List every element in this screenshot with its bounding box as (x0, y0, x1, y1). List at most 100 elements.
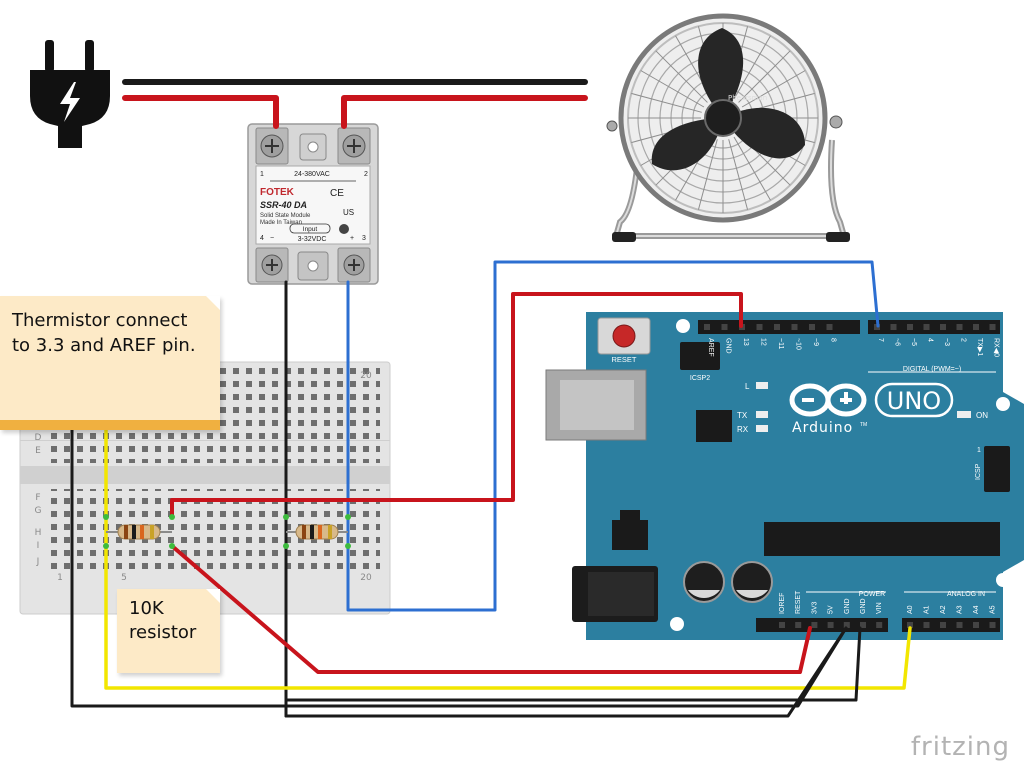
power-pin-label: 5V (828, 605, 835, 614)
analog-pin-label: A2 (940, 605, 947, 614)
digital-pin-label: TX▶1 (976, 338, 983, 356)
relay-terminal-3: 3 (362, 235, 366, 242)
analog-pin-socket (940, 622, 946, 628)
fan-guard-spoke (631, 92, 702, 113)
analog-pin-label: A0 (907, 605, 914, 614)
digital-pin-socket (809, 324, 815, 330)
digital-pin-socket (989, 324, 996, 330)
relay-voltage-dc: 3-32VDC (298, 236, 327, 243)
wire-mains-red-in (122, 95, 279, 129)
row-label-i: I (37, 541, 40, 551)
digital-pin-socket (704, 324, 710, 330)
reset-label: RESET (611, 355, 636, 364)
power-pin-socket (795, 622, 802, 628)
digital-pin-label: GND (725, 338, 732, 354)
thermistor-note-text: Thermistor connect to 3.3 and AREF pin. (12, 310, 196, 356)
power-label: POWER (859, 591, 885, 598)
relay-terminal-4: 4 (260, 235, 264, 242)
analog-pin-label: A3 (957, 605, 964, 614)
fan-guard-spoke (733, 35, 771, 100)
analog-pin-label: A5 (990, 605, 997, 614)
digital-pin-label: 12 (760, 338, 767, 346)
row-label-j: J (36, 557, 40, 567)
row-label-e: E (35, 446, 41, 456)
digital-pin-socket (907, 324, 913, 330)
fan-image: Pheatsman (606, 13, 850, 242)
wire-gnd-black-3 (284, 626, 862, 702)
digital-pin-socket (973, 324, 979, 330)
relay-voltage-ac: 24-380VAC (294, 171, 330, 178)
digital-pin-label: ~3 (943, 338, 950, 346)
col-label-20-top: 20 (360, 371, 372, 381)
relay-input-label: Input (303, 226, 318, 233)
on-led-label: ON (976, 411, 988, 420)
uno-logo-text: UNO (887, 387, 941, 415)
power-plug-icon (30, 40, 110, 148)
power-pin-label: VIN (876, 602, 883, 614)
power-pin-label: 3V3 (811, 601, 818, 614)
power-pin-socket (876, 622, 883, 628)
relay-plus: + (350, 235, 354, 242)
wires (70, 79, 912, 718)
led-tx-label: TX (737, 411, 748, 420)
wire-3v3-red (170, 544, 812, 674)
digital-pin-label: 8 (830, 338, 837, 342)
relay-minus: − (270, 235, 274, 242)
analog-pin-socket (989, 622, 996, 628)
thermistor-note: Thermistor connect to 3.3 and AREF pin. (0, 296, 220, 430)
analog-label: ANALOG IN (947, 591, 985, 598)
relay-desc-2: Made In Taiwan (260, 220, 302, 226)
led-l-label: L (745, 382, 750, 391)
fan-guard-spoke (741, 70, 806, 108)
digital-pin-socket (721, 324, 728, 330)
digital-pin-label: ~10 (795, 338, 802, 350)
arduino-infinity-logo (789, 383, 867, 417)
resistor-note-text: 10K resistor (129, 598, 197, 643)
connection-points (103, 514, 351, 549)
digital-pin-label: 7 (877, 338, 884, 342)
power-pin-socket (827, 622, 834, 628)
analog-pin-socket (923, 622, 930, 628)
fan-brand: Pheatsman (728, 94, 767, 102)
analog-pin-socket (956, 622, 963, 628)
digital-pin-socket (756, 324, 763, 330)
digital-pin-label: ~5 (910, 338, 917, 346)
digital-pin-socket (826, 324, 833, 330)
relay-ce-mark: CE (330, 188, 344, 199)
fan-guard-spoke (738, 50, 791, 103)
relay-brand: FOTEK (260, 187, 295, 198)
relay-ul-mark: US (343, 208, 354, 217)
wire-aref-red (170, 292, 743, 519)
arduino-logo-text: Arduino (792, 420, 853, 436)
analog-pin-socket (973, 622, 979, 628)
led-rx-label: RX (737, 425, 749, 434)
col-label-5: 5 (121, 573, 127, 583)
icsp-label: ICSP (975, 463, 982, 480)
fan-guard-spoke (733, 136, 771, 201)
fan-guard-spoke (640, 70, 705, 108)
icsp2-label: ICSP2 (690, 375, 710, 382)
fan-guard-spoke (697, 139, 718, 210)
digital-pin-label: ~6 (894, 338, 901, 346)
digital-pin-label: 13 (742, 338, 749, 346)
resistor-note: 10K resistor (117, 589, 220, 673)
wire-mains-red-out (341, 95, 588, 129)
wire-a0-yellow (104, 418, 912, 690)
relay-desc-1: Solid State Module (260, 213, 311, 219)
digital-pin-label: AREF (707, 338, 714, 357)
arduino-tm: TM (860, 422, 867, 428)
col-label-1: 1 (57, 573, 63, 583)
fritzing-brand: fritzing (910, 732, 1010, 762)
power-pin-label: RESET (795, 590, 802, 614)
wire-gnd-black-2 (284, 626, 848, 718)
col-label-20-bottom: 20 (360, 573, 372, 583)
digital-pin-label: ~9 (812, 338, 819, 346)
fan-guard-spoke (655, 50, 708, 103)
digital-pin-socket (774, 324, 780, 330)
resistor-10k-left (106, 524, 172, 540)
power-pin-socket (779, 622, 785, 628)
digital-pin-socket (940, 324, 946, 330)
fan-guard-spoke (728, 139, 749, 210)
wire-relay-plus-blue (346, 260, 880, 612)
digital-label: DIGITAL (PWM=~) (903, 366, 961, 373)
